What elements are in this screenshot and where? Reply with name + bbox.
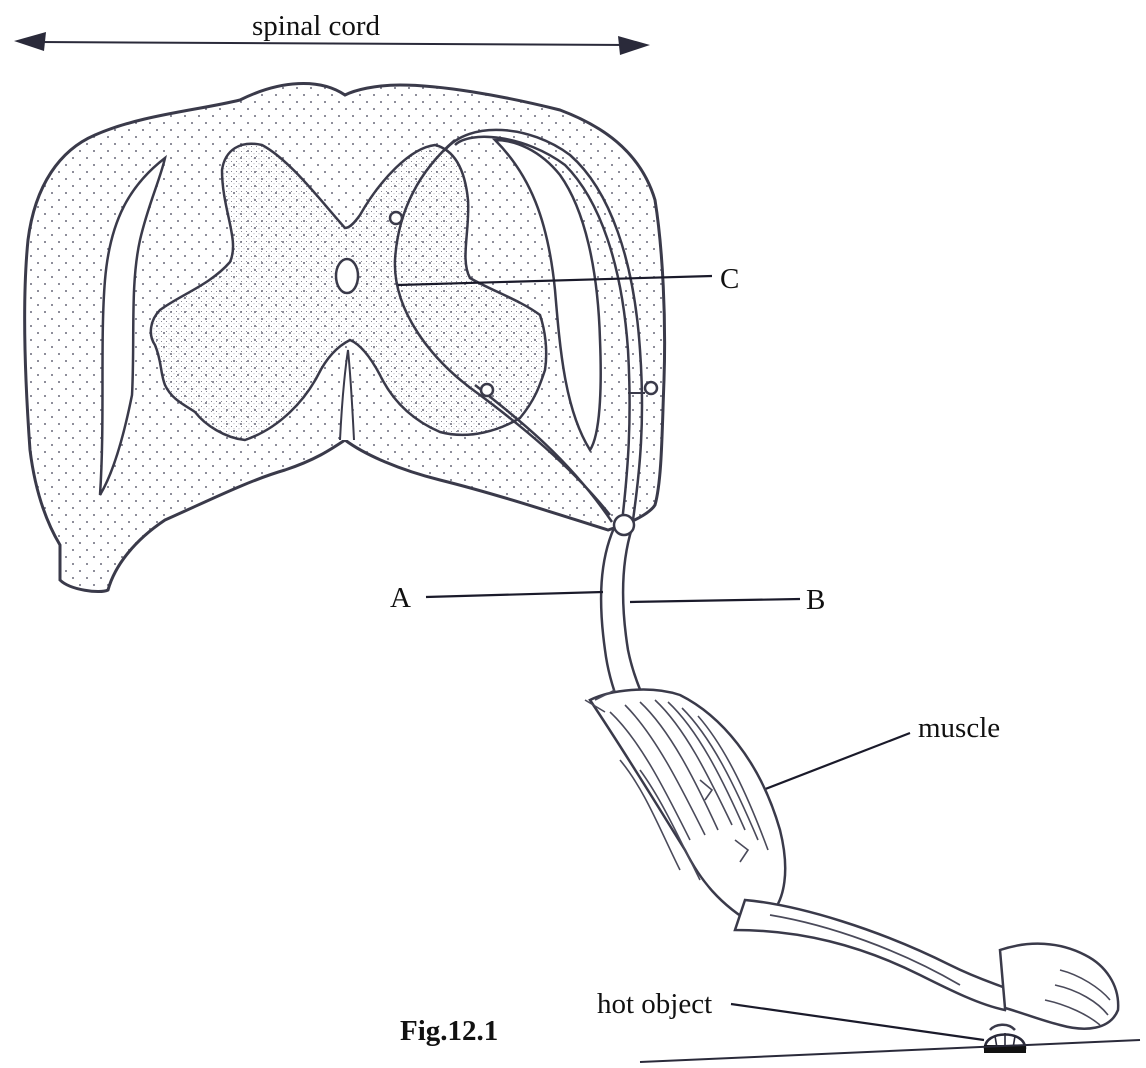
nerve-root-junction (614, 515, 634, 535)
label-b: B (806, 586, 825, 615)
muscle-label: muscle (918, 714, 1000, 743)
hot-object-label: hot object (597, 990, 712, 1019)
ganglion-cell-body (645, 382, 657, 394)
leader-hot-object (731, 1004, 984, 1040)
label-c: C (720, 265, 739, 294)
table-surface (640, 1040, 1140, 1062)
central-canal (336, 259, 358, 293)
hot-object (984, 1033, 1026, 1053)
synapse-marker (481, 384, 493, 396)
figure-caption: Fig.12.1 (400, 1017, 498, 1046)
fingertip (990, 1025, 1015, 1030)
spinal-cord-label: spinal cord (252, 12, 380, 41)
label-a: A (390, 584, 411, 613)
synapse-marker (390, 212, 402, 224)
leader-a (426, 592, 603, 597)
leader-b (630, 599, 800, 602)
